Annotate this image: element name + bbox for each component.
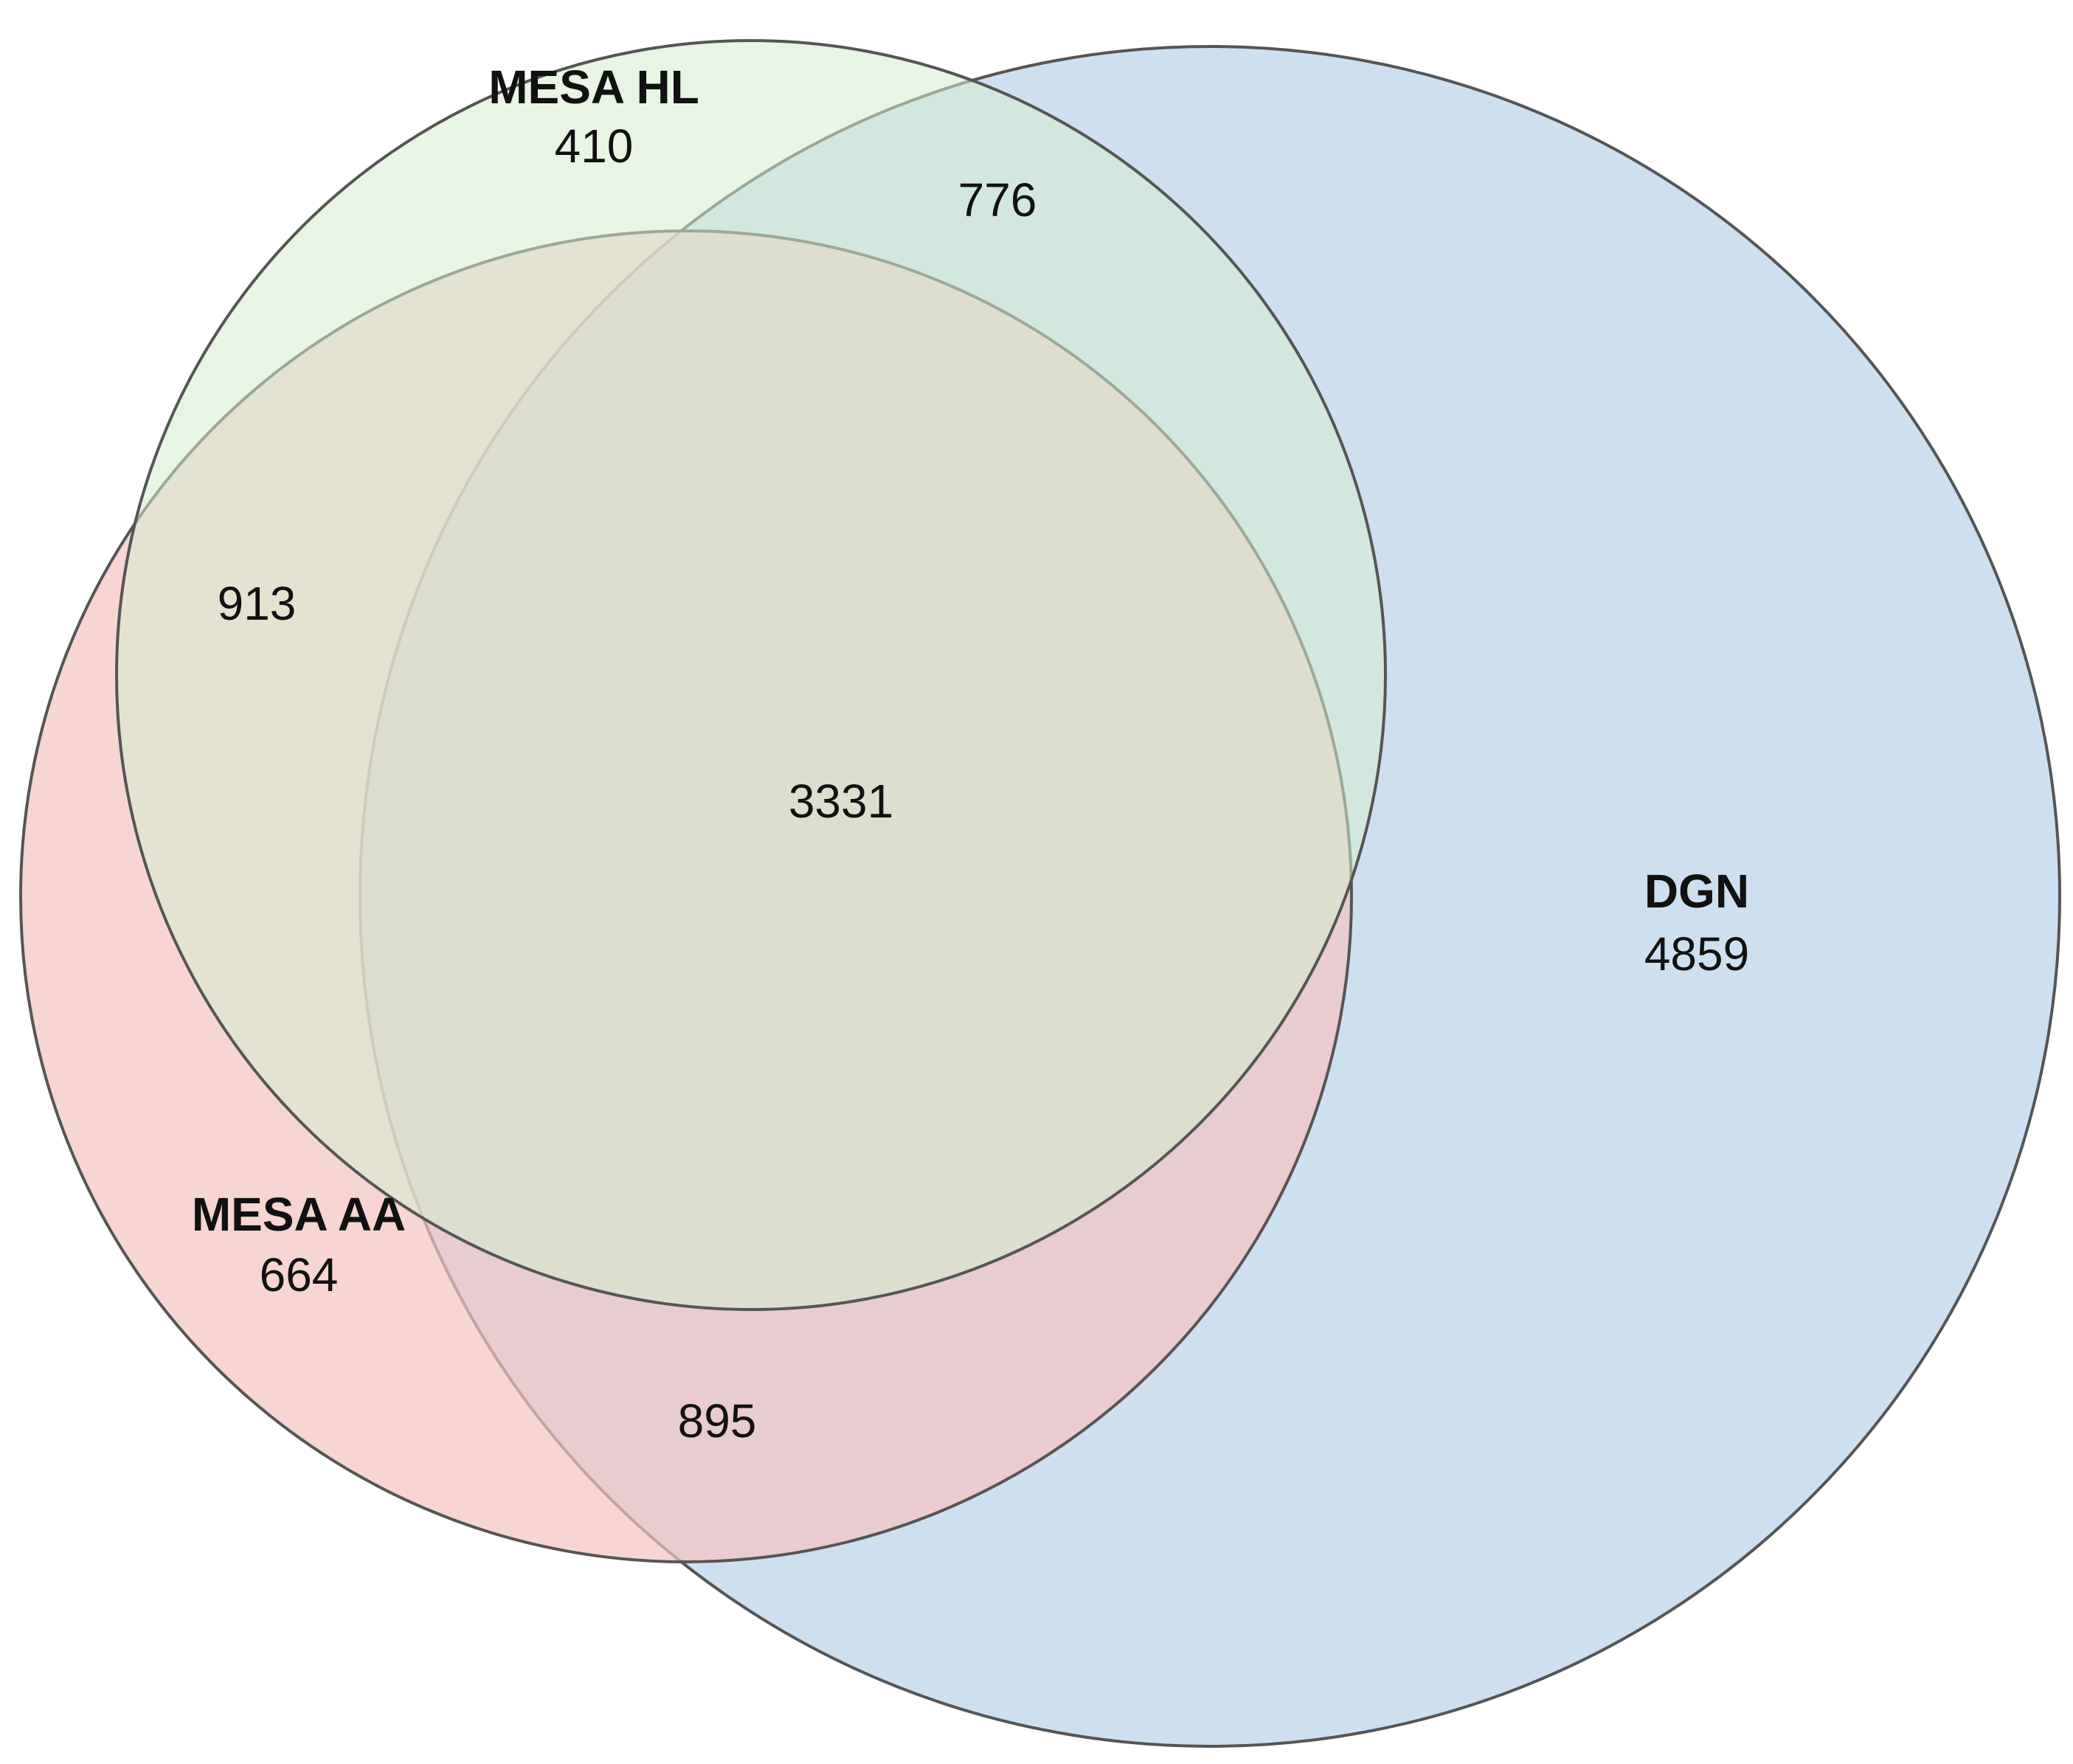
dgn-only-count: 4859: [1644, 927, 1749, 980]
aa-dgn-intersection-count: 895: [678, 1394, 757, 1447]
mesa-aa-only-count: 664: [260, 1248, 339, 1301]
all-three-intersection-count: 3331: [789, 775, 893, 828]
mesa-hl-circle: [115, 39, 1387, 1311]
dgn-label: DGN: [1644, 865, 1749, 918]
hl-aa-intersection-count: 913: [218, 577, 297, 630]
mesa-hl-only-count: 410: [555, 120, 634, 173]
hl-dgn-intersection-count: 776: [958, 173, 1037, 226]
mesa-hl-label: MESA HL: [488, 60, 699, 114]
mesa-aa-label: MESA AA: [192, 1188, 406, 1241]
